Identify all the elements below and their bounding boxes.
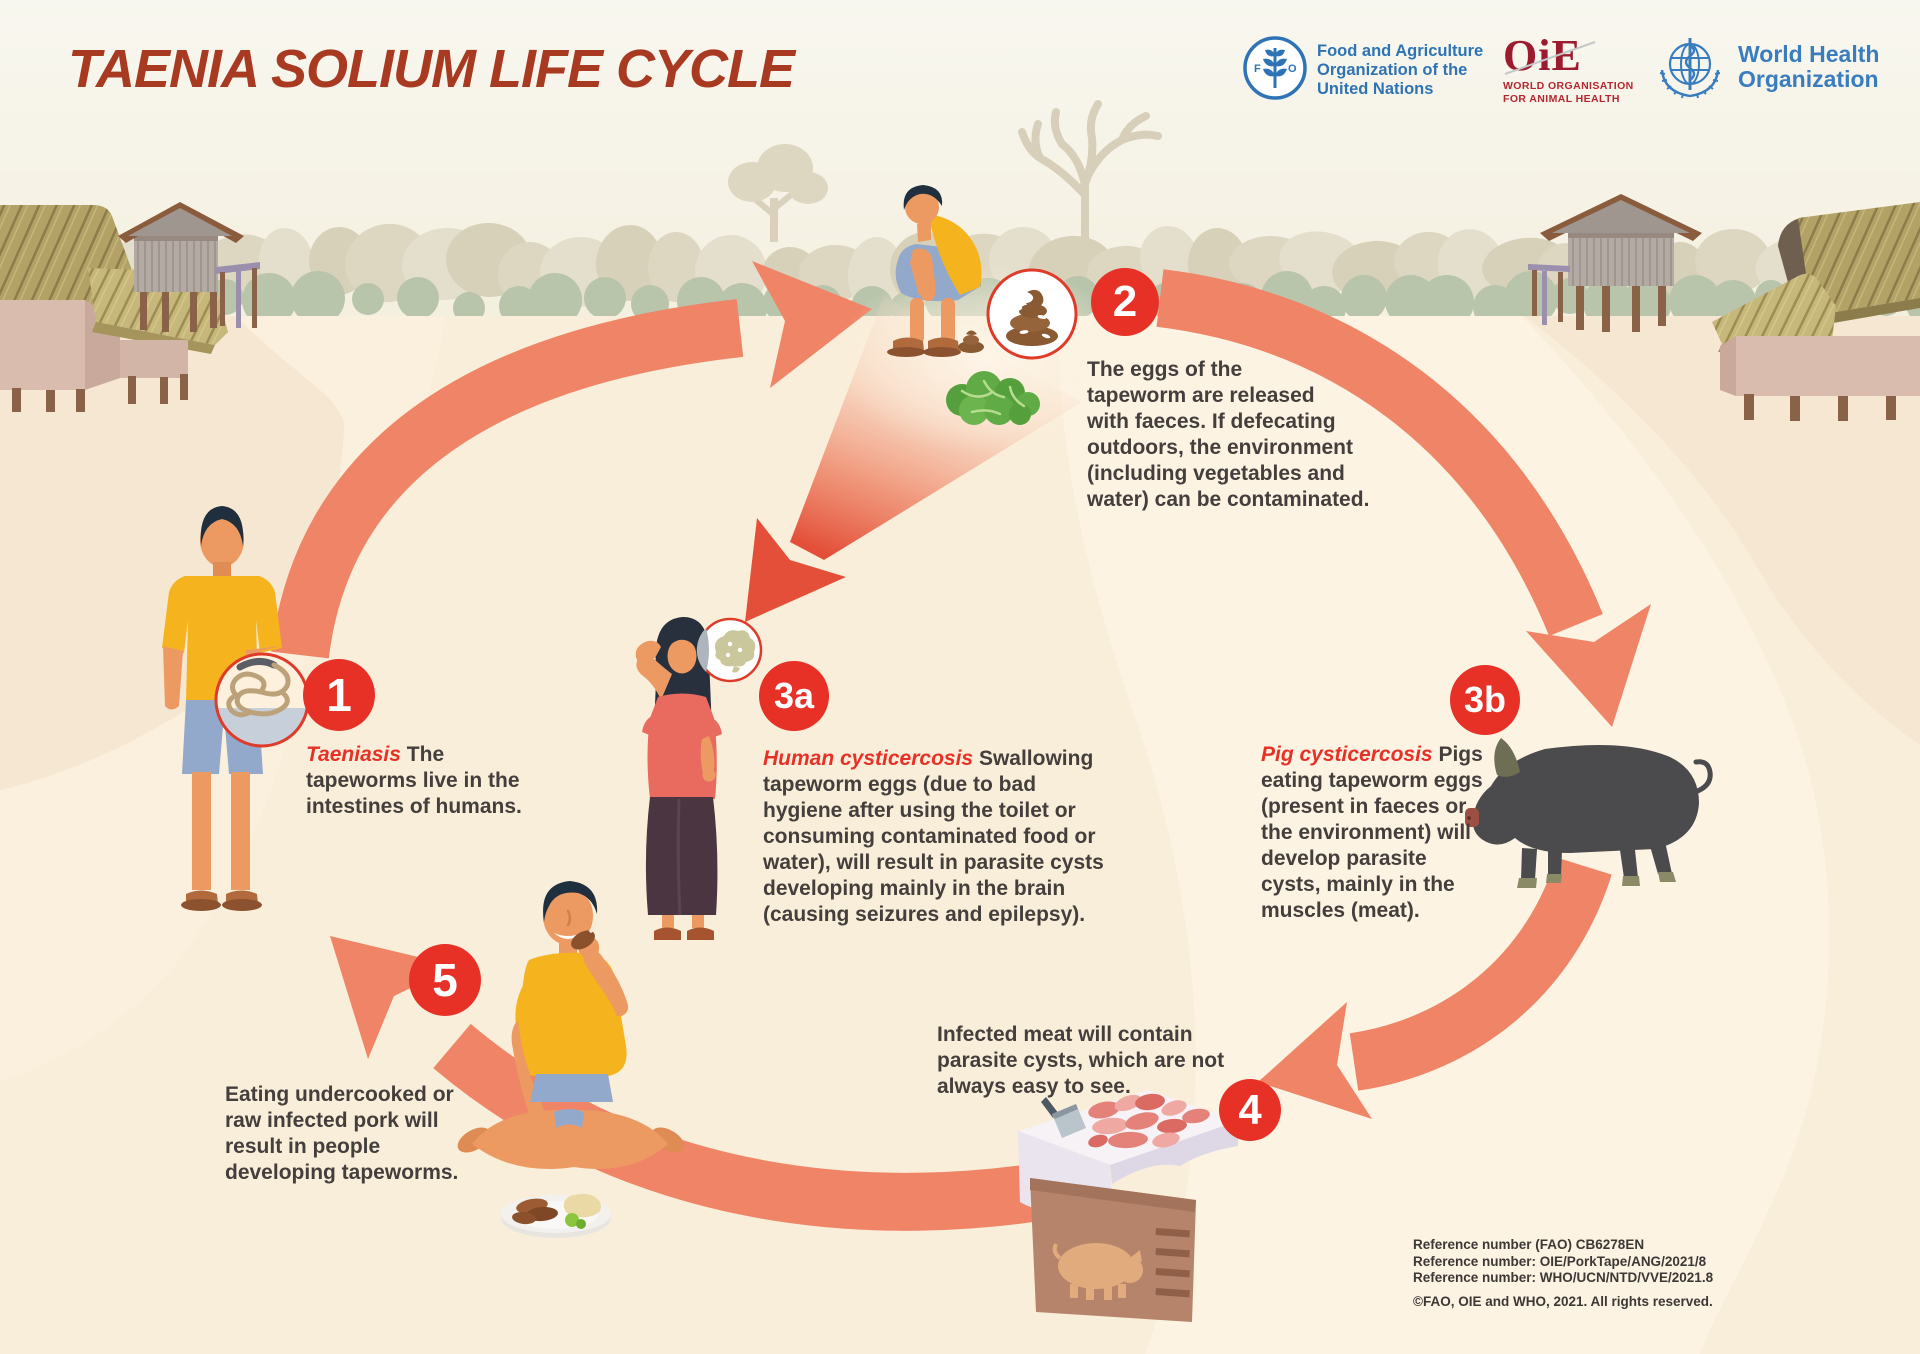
stage-body-1: The tapeworms live in the intestines of … (306, 743, 522, 818)
svg-text:F: F (1254, 63, 1261, 75)
food-plate (501, 1194, 611, 1238)
figure-squatting-man (887, 185, 982, 357)
tapeworm-magnifier (214, 652, 310, 748)
who-emblem-icon (1659, 38, 1721, 99)
figure-eating-man (457, 881, 685, 1169)
fao-logo-text: Food and Agriculture Organization of the… (1317, 42, 1484, 98)
stage-text-1: Taeniasis The tapeworms live in the inte… (306, 742, 726, 820)
faeces-magnifier (986, 268, 1078, 360)
fao-emblem-icon: F O (1243, 36, 1307, 100)
oie-logo: OiE WORLD ORGANISATION FOR ANIMAL HEALTH (1503, 34, 1634, 106)
house-left-corrugated (118, 202, 260, 332)
stage-badge-3a: 3a (759, 661, 829, 731)
stage-lead-1: Taeniasis (306, 743, 401, 766)
reference-numbers: Reference number (FAO) CB6278EN Referenc… (1413, 1237, 1714, 1285)
who-logo: World Health Organization (1652, 30, 1879, 106)
figure-pig (1465, 738, 1713, 888)
tree-bare-icon (1018, 100, 1162, 246)
faeces-small (958, 330, 984, 353)
stage-badge-1: 1 (303, 659, 375, 731)
brain-magnifier (696, 617, 763, 683)
stage-body-3b: Pigs eating tapeworm eggs (present in fa… (1261, 743, 1483, 922)
svg-text:O: O (1288, 63, 1297, 75)
meat-table (1018, 1090, 1238, 1322)
stage-badge-5: 5 (409, 944, 481, 1016)
stage-text-3b: Pig cysticercosis Pigs eating tapeworm e… (1261, 742, 1681, 924)
stage-badge-4: 4 (1219, 1079, 1281, 1141)
oie-slash-icon (1504, 41, 1596, 75)
stage-body-4: Infected meat will contain parasite cyst… (937, 1023, 1225, 1098)
stage-body-2: The eggs of the tapeworm are released wi… (1087, 358, 1370, 511)
oie-logo-text: WORLD ORGANISATION FOR ANIMAL HEALTH (1503, 80, 1634, 105)
stage-badge-2: 2 (1091, 268, 1159, 336)
fao-logo: F O Food and Agriculture Organization of… (1243, 36, 1483, 100)
stage-body-5: Eating undercooked or raw infected pork … (225, 1083, 459, 1184)
tree-left-icon (728, 144, 828, 242)
stage-text-5: Eating undercooked or raw infected pork … (225, 1082, 645, 1186)
stage-text-2: The eggs of the tapeworm are released wi… (1087, 357, 1507, 513)
stage-lead-3a: Human cysticercosis (763, 747, 974, 770)
stage-lead-3b: Pig cysticercosis (1261, 743, 1433, 766)
stage-badge-3b: 3b (1450, 665, 1520, 735)
stage-text-4: Infected meat will contain parasite cyst… (937, 1022, 1357, 1100)
cycle-arrows (271, 261, 1651, 1231)
figure-woman (635, 616, 722, 940)
house-right-thatched (1712, 202, 1920, 421)
stage-body-3a: Swallowing tapeworm eggs (due to bad hyg… (763, 747, 1104, 926)
stage-text-3a: Human cysticercosis Swallowing tapeworm … (763, 746, 1183, 928)
lettuce-icon (946, 371, 1040, 425)
copyright-line: ©FAO, OIE and WHO, 2021. All rights rese… (1413, 1294, 1713, 1309)
house-right-corrugated (1528, 194, 1702, 332)
who-logo-text: World Health Organization (1738, 41, 1880, 92)
page-title: TAENIA SOLIUM LIFE CYCLE (68, 39, 795, 99)
